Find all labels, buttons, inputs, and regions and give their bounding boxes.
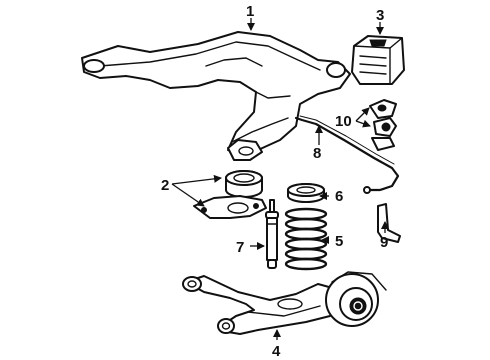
mount-block — [351, 35, 405, 85]
spring-upper-mount — [193, 170, 267, 219]
callout-2: 2 — [161, 177, 169, 194]
spring-insulator — [287, 183, 325, 203]
leader-2a — [171, 174, 222, 185]
callout-4: 4 — [272, 343, 281, 360]
callout-3: 3 — [376, 7, 384, 24]
callout-numbers: 1 3 10 8 2 6 5 7 9 4 — [161, 3, 388, 360]
callout-6: 6 — [335, 188, 343, 205]
leader-10a — [355, 107, 370, 122]
callout-1: 1 — [246, 3, 254, 20]
subframe-crossmember — [81, 31, 351, 161]
callout-5: 5 — [335, 233, 343, 250]
shock-absorber — [265, 199, 279, 269]
stabilizer-bushing-brackets — [369, 99, 397, 151]
leader-2b — [171, 183, 205, 207]
callout-9: 9 — [380, 234, 388, 251]
callout-10: 10 — [335, 113, 352, 130]
coil-spring — [284, 207, 328, 271]
leader-10b — [355, 119, 371, 128]
stabilizer-link — [377, 203, 401, 243]
control-arm-hub-assembly — [182, 271, 387, 335]
leader-lines — [171, 18, 389, 340]
stabilizer-bar — [294, 115, 400, 194]
callout-8: 8 — [313, 145, 321, 162]
callout-7: 7 — [236, 239, 244, 256]
